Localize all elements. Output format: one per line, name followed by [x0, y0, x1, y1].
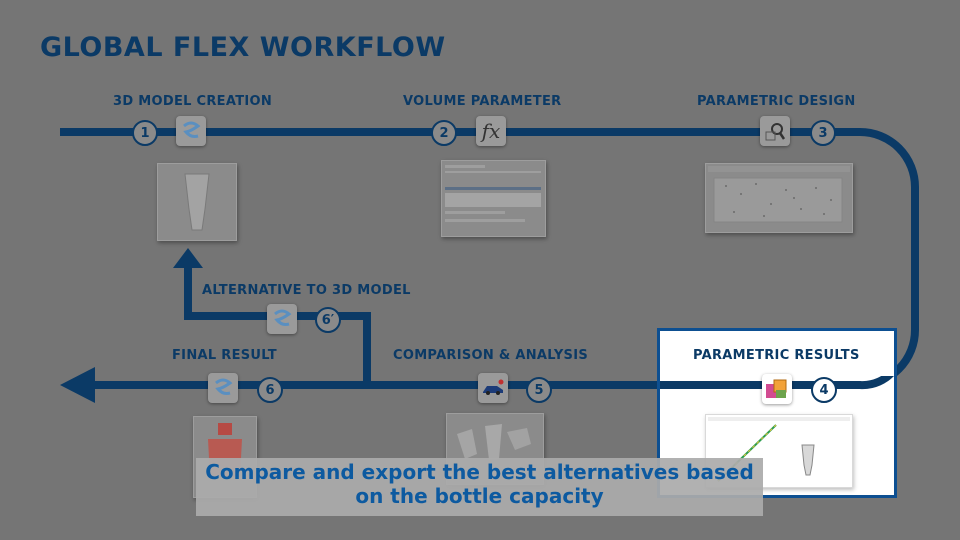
stage-label-parametric-results: PARAMETRIC RESULTS	[693, 348, 860, 363]
stage-label-final-result: FINAL RESULT	[172, 348, 277, 363]
caption-text: Compare and export the best alternatives…	[196, 460, 763, 508]
stage-label-parametric-design: PARAMETRIC DESIGN	[697, 94, 856, 109]
alternative-arrow-head	[173, 248, 203, 268]
step-number-3: 3	[810, 120, 836, 146]
alternative-3d-model-icon	[267, 304, 297, 334]
stage-label-volume-parameter: VOLUME PARAMETER	[403, 94, 562, 109]
3d-model-app-icon	[176, 116, 206, 146]
step-number-1: 1	[132, 120, 158, 146]
caption-background	[196, 458, 763, 516]
step-number-6-prime: 6′	[315, 307, 341, 333]
parametric-results-icon	[762, 374, 792, 404]
parametric-design-icon	[760, 116, 790, 146]
step-number-2: 2	[431, 120, 457, 146]
caption-line-1: Compare and export the best alternatives…	[205, 460, 754, 484]
step-number-4: 4	[811, 377, 837, 403]
comparison-analysis-car-icon	[478, 373, 508, 403]
page-title: GLOBAL FLEX WORKFLOW	[40, 32, 446, 63]
highlighted-path-segment	[660, 376, 894, 390]
stage-label-alternative-to-3d-model: ALTERNATIVE TO 3D MODEL	[202, 283, 411, 298]
volume-parameter-dialog-thumbnail	[441, 160, 546, 237]
step-number-5: 5	[526, 377, 552, 403]
function-fx-icon: fx	[476, 116, 506, 146]
parametric-results-chart-thumbnail	[705, 414, 853, 488]
3d-bottle-thumbnail	[157, 163, 237, 241]
stage-label-comparison-analysis: COMPARISON & ANALYSIS	[393, 348, 588, 363]
caption-line-2: on the bottle capacity	[355, 484, 604, 508]
stage-label-3d-model-creation: 3D MODEL CREATION	[113, 94, 273, 109]
parametric-design-table-thumbnail	[705, 163, 853, 233]
step-number-6: 6	[257, 377, 283, 403]
final-result-3d-model-icon	[208, 373, 238, 403]
final-arrow-head	[60, 367, 95, 403]
